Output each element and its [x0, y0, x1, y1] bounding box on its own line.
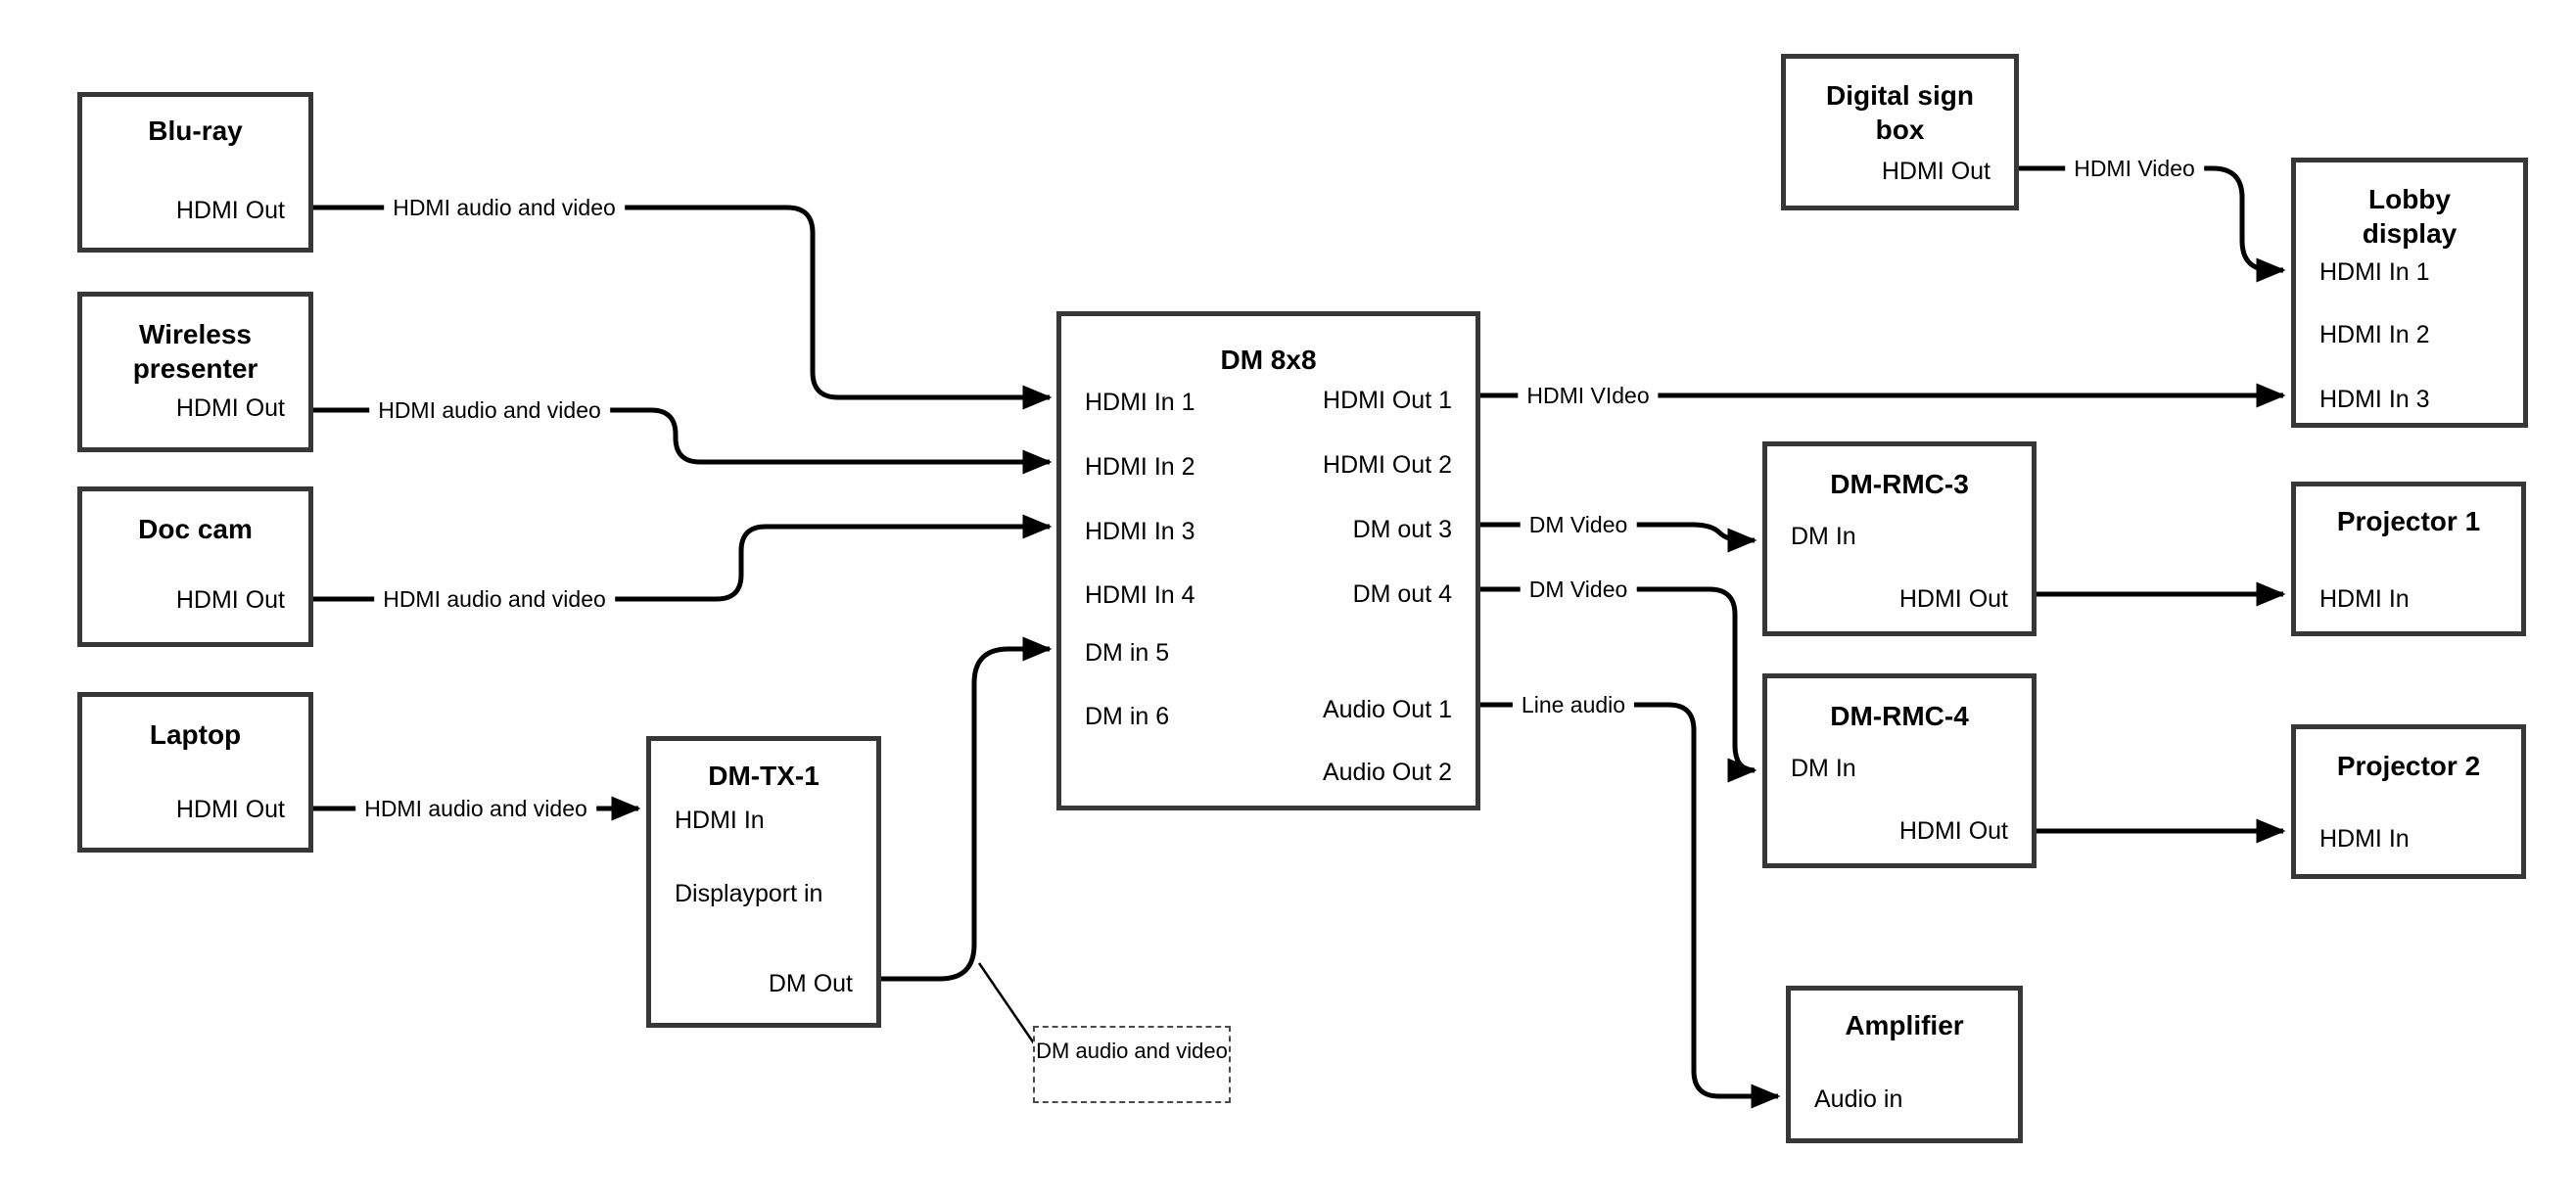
callout-leader-line: [977, 962, 1036, 1044]
node-dm-8x8: DM 8x8 HDMI In 1 HDMI In 2 HDMI In 3 HDM…: [1056, 311, 1480, 810]
connection-label-dm-out-3: DM Video: [1520, 510, 1637, 539]
port-hdmi-in-4: HDMI In 4: [1085, 581, 1195, 609]
node-amplifier: Amplifier Audio in: [1786, 986, 2023, 1143]
port-hdmi-in: HDMI In: [2319, 585, 2410, 613]
node-title: Lobby display: [2362, 184, 2458, 249]
node-title: DM 8x8: [1220, 345, 1317, 375]
port-hdmi-out: HDMI Out: [1898, 585, 2008, 613]
wire-dm-out-3-to-rmc3: [1480, 522, 1757, 553]
connection-label-digital-sign: HDMI Video: [2065, 154, 2204, 183]
node-title: Projector 2: [2336, 751, 2481, 781]
node-title: Projector 1: [2336, 506, 2481, 536]
port-hdmi-in-3: HDMI In 3: [1085, 518, 1195, 545]
node-title: Laptop: [149, 719, 242, 750]
wire-dm-out-4-to-rmc4: [1480, 586, 1757, 783]
node-title: Digital sign box: [1826, 80, 1974, 145]
node-digital-sign-box: Digital sign box HDMI Out: [1781, 54, 2019, 210]
port-hdmi-in-2: HDMI In 2: [2319, 321, 2430, 348]
wire-digitalsign-to-lobby: [2019, 165, 2286, 283]
port-hdmi-in-2: HDMI In 2: [1085, 453, 1195, 481]
node-title: Blu-ray: [148, 115, 243, 146]
node-title: DM-TX-1: [708, 761, 820, 791]
port-hdmi-out: HDMI Out: [175, 796, 285, 823]
connection-label-laptop: HDMI audio and video: [355, 794, 596, 823]
connection-label-bluray: HDMI audio and video: [384, 193, 625, 222]
callout-dm-audio-video: DM audio and video: [1033, 1026, 1231, 1103]
port-hdmi-in: HDMI In: [675, 807, 765, 834]
port-dm-in: DM In: [1791, 755, 1856, 782]
port-hdmi-out: HDMI Out: [1881, 158, 1991, 185]
port-audio-out-2: Audio Out 2: [1322, 759, 1452, 786]
port-hdmi-out: HDMI Out: [1898, 817, 2008, 845]
port-dm-out-3: DM out 3: [1352, 516, 1452, 543]
wire-dmtx1-to-dm-in-5: [881, 636, 1053, 982]
port-audio-in: Audio in: [1814, 1086, 1903, 1113]
port-hdmi-out-2: HDMI Out 2: [1323, 451, 1452, 479]
connection-label-wireless: HDMI audio and video: [369, 395, 610, 425]
port-displayport-in: Displayport in: [675, 880, 823, 907]
node-dm-rmc-3: DM-RMC-3 DM In HDMI Out: [1762, 441, 2037, 636]
node-dm-tx-1: DM-TX-1 HDMI In Displayport in DM Out: [646, 736, 881, 1028]
port-hdmi-in-1: HDMI In 1: [2319, 258, 2430, 286]
node-bluray: Blu-ray HDMI Out: [77, 92, 313, 253]
port-audio-out-1: Audio Out 1: [1322, 696, 1452, 723]
port-dm-in-6: DM in 6: [1085, 703, 1170, 730]
port-dm-out-4: DM out 4: [1352, 580, 1452, 608]
node-lobby-display: Lobby display HDMI In 1 HDMI In 2 HDMI I…: [2291, 158, 2528, 428]
wire-doccam-to-hdmi-in-3: [313, 514, 1053, 602]
wire-bluray-to-hdmi-in-1: [313, 205, 1053, 410]
node-doc-cam: Doc cam HDMI Out: [77, 486, 313, 647]
connection-label-audio-out-1: Line audio: [1512, 690, 1635, 719]
port-hdmi-in-3: HDMI In 3: [2319, 386, 2430, 413]
port-dm-in: DM In: [1791, 523, 1856, 550]
connection-label-hdmi-out-1: HDMI VIdeo: [1518, 381, 1659, 410]
node-dm-rmc-4: DM-RMC-4 DM In HDMI Out: [1762, 673, 2037, 868]
node-projector-1: Projector 1 HDMI In: [2291, 482, 2526, 636]
connection-label-doccam: HDMI audio and video: [374, 584, 615, 614]
node-wireless-presenter: Wireless presenter HDMI Out: [77, 292, 313, 452]
node-projector-2: Projector 2 HDMI In: [2291, 724, 2526, 879]
node-title: Amplifier: [1845, 1010, 1964, 1040]
connection-label-dm-out-4: DM Video: [1520, 575, 1637, 604]
node-laptop: Laptop HDMI Out: [77, 692, 313, 853]
wire-wireless-to-hdmi-in-2: [313, 407, 1053, 475]
port-hdmi-in: HDMI In: [2319, 825, 2410, 853]
port-hdmi-out-1: HDMI Out 1: [1323, 387, 1452, 414]
wire-audio-out-1-to-amplifier: [1480, 702, 1781, 1109]
port-hdmi-in-1: HDMI In 1: [1085, 389, 1195, 416]
node-title: DM-RMC-4: [1830, 701, 1969, 731]
port-dm-in-5: DM in 5: [1085, 639, 1170, 667]
node-title: Doc cam: [138, 514, 253, 544]
node-title: Wireless presenter: [132, 319, 258, 384]
port-hdmi-out: HDMI Out: [175, 197, 285, 224]
port-hdmi-out: HDMI Out: [175, 394, 285, 422]
node-title: DM-RMC-3: [1830, 469, 1969, 499]
port-hdmi-out: HDMI Out: [175, 586, 285, 614]
port-dm-out: DM Out: [768, 970, 853, 997]
